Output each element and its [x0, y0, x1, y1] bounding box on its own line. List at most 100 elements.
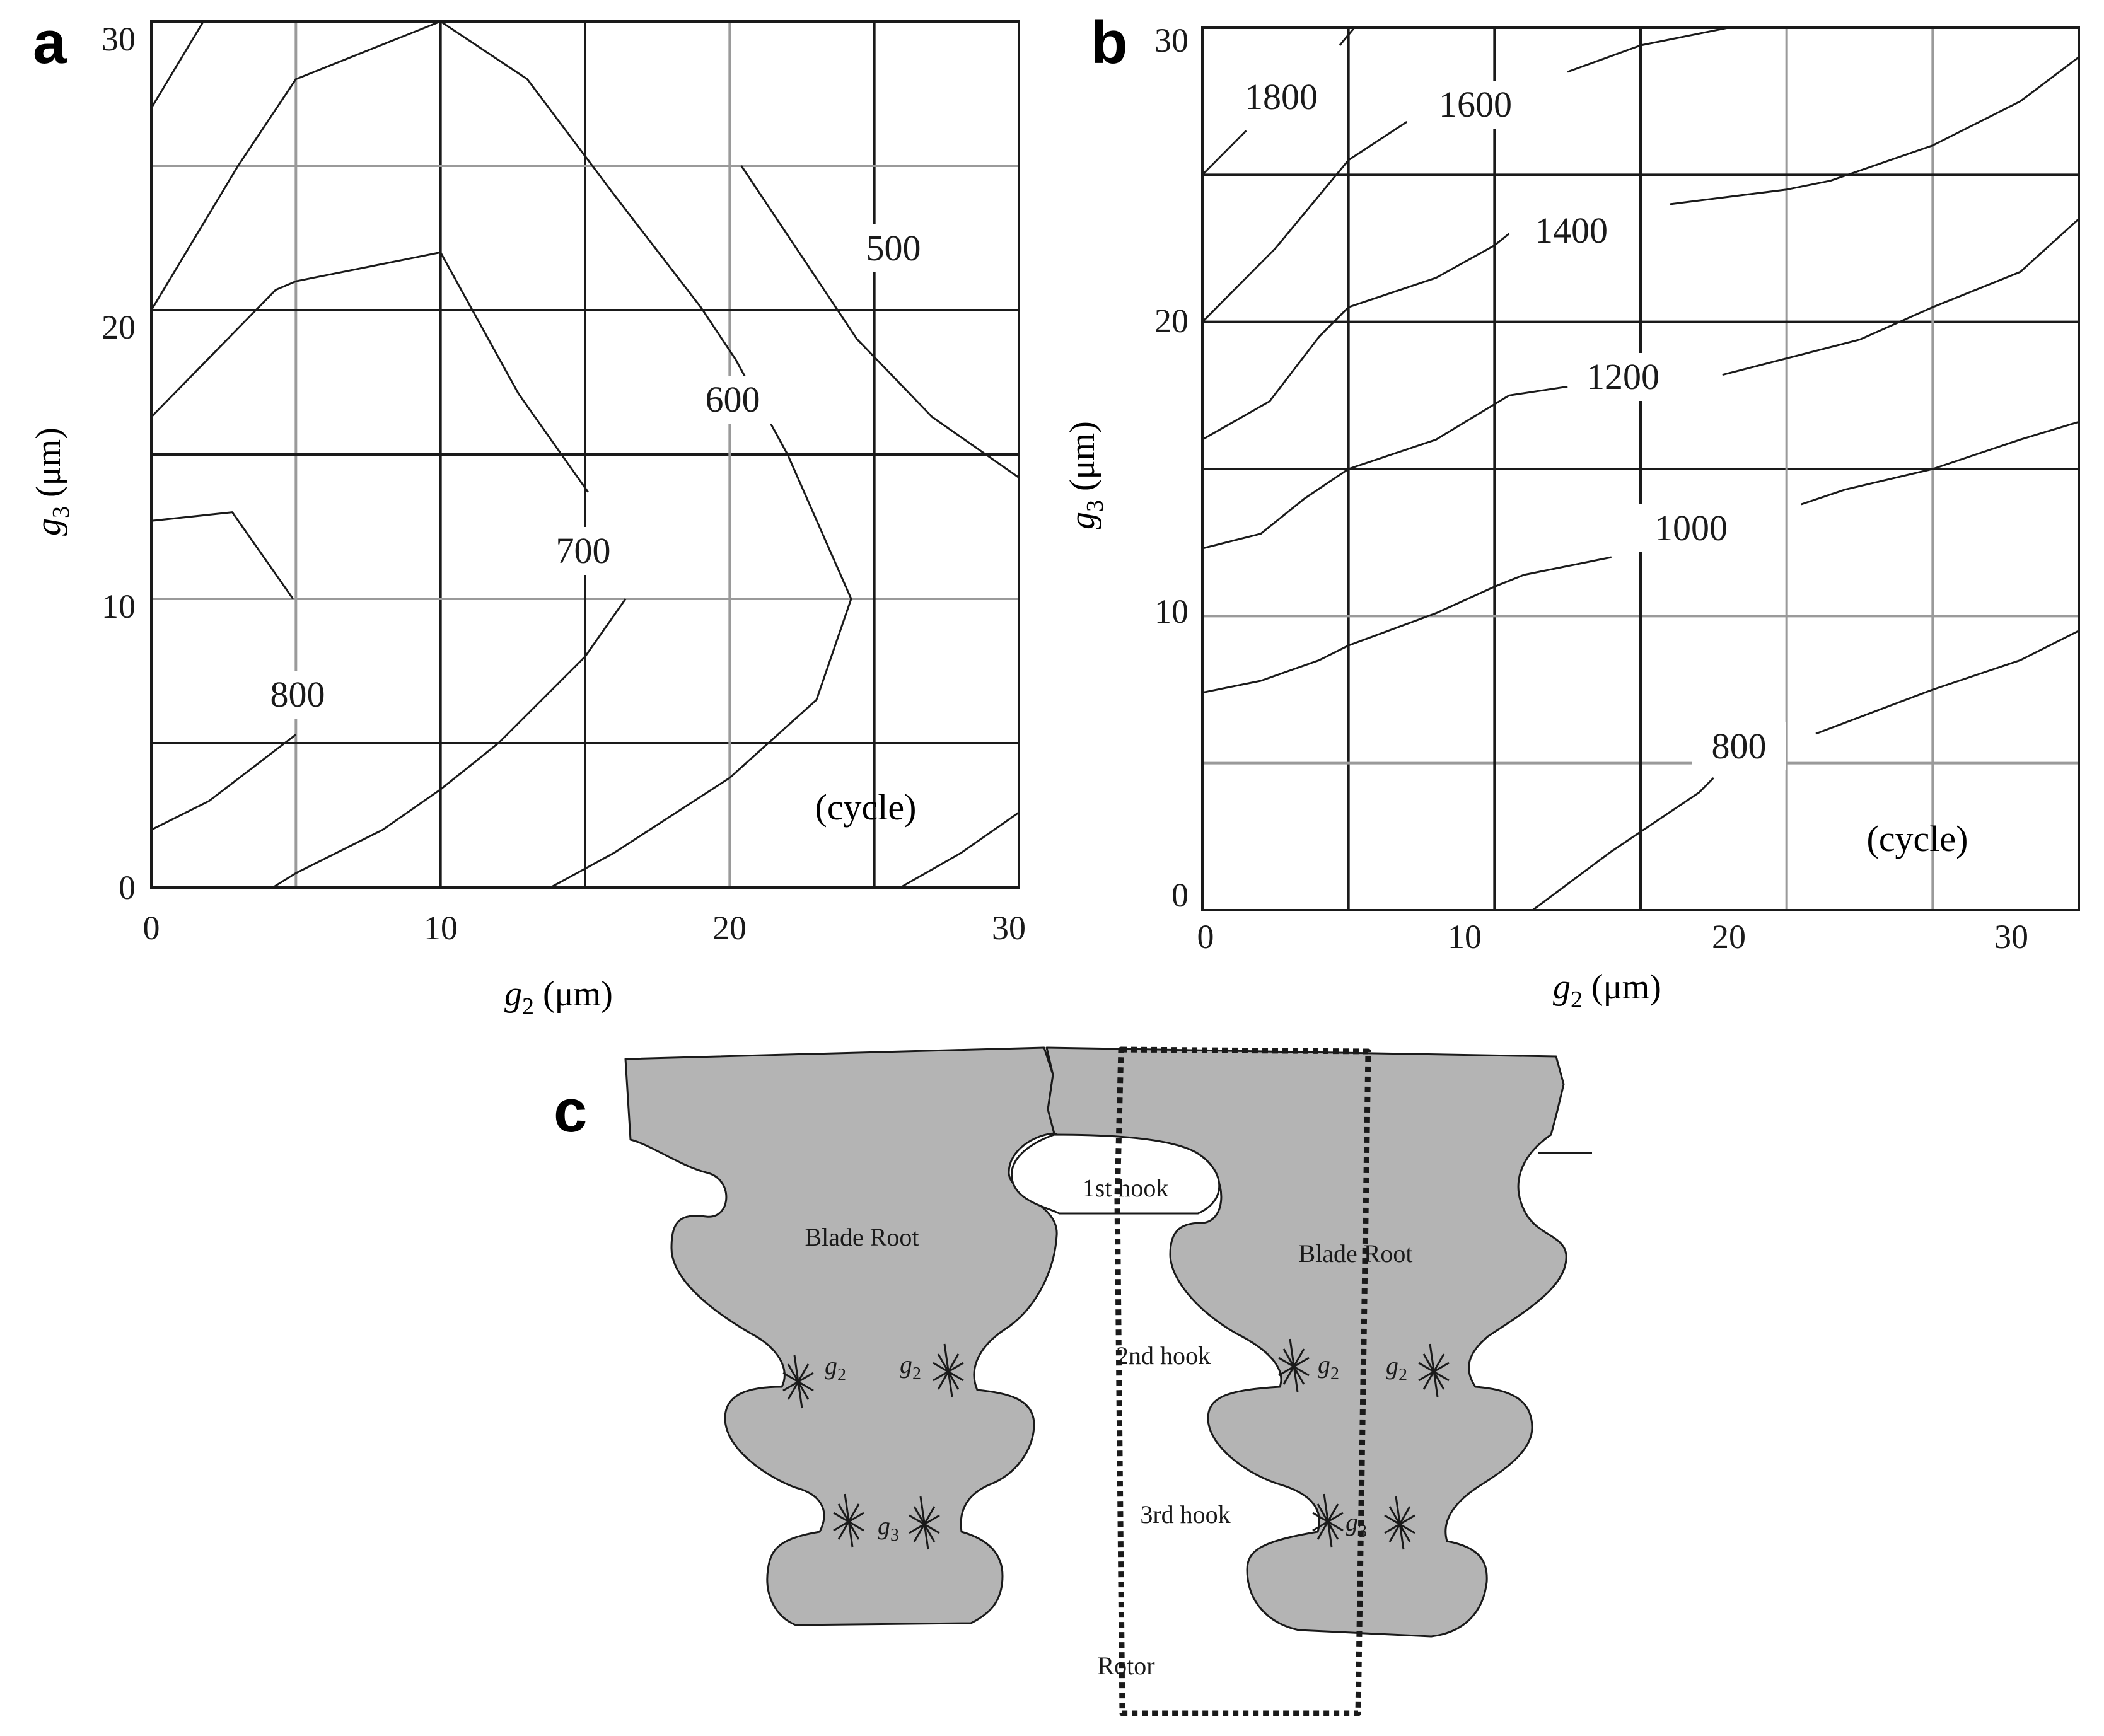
- contour-line-600-1: [150, 21, 204, 109]
- panel-b-unit-note: (cycle): [1867, 818, 1968, 859]
- contact-star-g3-right-b: [1384, 1496, 1415, 1550]
- panel-b-contour-label-1000: 1000: [1654, 507, 1728, 548]
- contact-star-g3-left-b: [909, 1496, 940, 1550]
- panel-c-fir-tree-diagram: c Blade Root Blade Root 1st hook 2nd hoo…: [554, 1046, 1592, 1716]
- rotor-dotted-outline: [1114, 1046, 1371, 1716]
- panel-b-label-bg-1600: [1422, 81, 1528, 129]
- right-blade-root-shape: [1045, 1046, 1567, 1638]
- contour-line-700-4: [272, 598, 627, 889]
- panel-a-y-tick-0: 0: [119, 869, 136, 906]
- panel-a-contour-label-700: 700: [556, 530, 611, 571]
- second-hook-label: 2nd hook: [1116, 1341, 1211, 1370]
- panel-b-label-bg-1800: [1228, 73, 1334, 121]
- panel-a-label-bg-500: [852, 224, 934, 272]
- contour-line-1400-5: [1670, 56, 2079, 205]
- panel-b-contours: [1201, 26, 2080, 911]
- panel-b-contour-label-1200: 1200: [1586, 356, 1659, 397]
- first-hook-label: 1st hook: [1083, 1174, 1169, 1202]
- contact-star-g2-left-b: [933, 1343, 964, 1397]
- contact-star-g2-right-a: [1278, 1338, 1310, 1392]
- contour-line-1200-7: [1722, 218, 2080, 376]
- contour-line-700-3: [150, 251, 589, 493]
- contact-star-g3-right-a: [1312, 1493, 1344, 1548]
- g2-label-right-a: g2: [1318, 1350, 1339, 1384]
- g2-label-right-b: g2: [1386, 1351, 1407, 1385]
- contour-line-500-0: [740, 165, 1020, 478]
- panel-b-contour-label-800: 800: [1712, 726, 1767, 767]
- panel-a-label-bg-600: [692, 376, 774, 424]
- contour-line-1000-8: [1202, 556, 1612, 694]
- panel-a-y-axis-label: g3 (μm): [29, 427, 74, 536]
- contact-marker-group: [782, 1338, 1450, 1550]
- panel-a-unit-note: (cycle): [815, 787, 917, 828]
- contour-line-1600-3: [1567, 26, 1729, 73]
- panel-b-y-tick-10: 10: [1154, 593, 1189, 630]
- panel-b-label-bg-800: [1692, 722, 1786, 770]
- panel-b-y-tick-0: 0: [1171, 876, 1189, 914]
- contour-line-800-6: [151, 734, 297, 831]
- panel-b-label-bg-1200: [1570, 353, 1676, 401]
- panel-a-x-axis-label: g2 (μm): [504, 975, 613, 1020]
- contact-star-g2-right-b: [1418, 1343, 1450, 1397]
- panel-a-x-tick-30: 30: [992, 909, 1026, 947]
- g2-label-left-a: g2: [825, 1351, 846, 1385]
- contour-line-500-7: [900, 811, 1020, 889]
- third-hook-label: 3rd hook: [1140, 1500, 1230, 1529]
- contour-line-1800-1: [1339, 27, 1356, 46]
- panel-a-x-tick-0: 0: [143, 909, 160, 947]
- panel-a-contour-label-500: 500: [866, 228, 921, 269]
- left-blade-root-label: Blade Root: [805, 1223, 919, 1251]
- panel-c-letter: c: [554, 1077, 587, 1145]
- panel-a-x-tick-10: 10: [424, 909, 458, 947]
- left-blade-root-shape: [624, 1046, 1058, 1626]
- panel-a-x-tick-20: 20: [712, 909, 747, 947]
- panel-b-contour-label-1400: 1400: [1535, 210, 1608, 251]
- contour-line-1000-9: [1801, 420, 2079, 506]
- contact-star-g2-left-a: [782, 1355, 814, 1409]
- panel-a-frame: [150, 20, 1020, 889]
- contact-star-g3-left-a: [833, 1493, 864, 1548]
- contour-line-1400-4: [1202, 233, 1510, 441]
- panel-b-contour-label-1600: 1600: [1439, 84, 1512, 125]
- panel-a-grid: [151, 21, 1019, 888]
- panel-b-frame: [1201, 26, 2080, 911]
- contour-line-800-10: [1532, 777, 1714, 911]
- panel-b-contour-plot: b 0 10 20 30 0 10 20 30 g2 (μm) g3 (μm) …: [1063, 9, 2080, 1013]
- panel-b-label-bg-1400: [1518, 207, 1624, 255]
- panel-a-y-tick-10: 10: [102, 587, 136, 625]
- panel-a-contours: [150, 20, 1020, 889]
- panel-a-letter: a: [33, 9, 67, 76]
- panel-a-label-bg-700: [542, 527, 624, 575]
- panel-b-y-tick-20: 20: [1154, 302, 1189, 340]
- g3-label-left: g3: [878, 1512, 899, 1545]
- right-blade-root-label: Blade Root: [1298, 1239, 1412, 1268]
- contour-line-800-5: [151, 511, 294, 599]
- panel-b-x-tick-30: 30: [1994, 918, 2028, 956]
- panel-b-x-tick-0: 0: [1197, 918, 1214, 956]
- rotor-slot-upper: [1010, 1133, 1221, 1215]
- contour-line-1200-6: [1202, 385, 1568, 550]
- panel-a-y-tick-30: 30: [102, 20, 136, 58]
- contour-line-800-11: [1815, 630, 2079, 735]
- g2-label-left-b: g2: [900, 1350, 921, 1384]
- panel-b-grid: [1202, 28, 2079, 910]
- panel-b-y-axis-label: g3 (μm): [1063, 421, 1108, 529]
- panel-b-label-bg-1000: [1638, 504, 1744, 552]
- contour-line-600-2: [150, 20, 852, 889]
- g3-label-right: g3: [1346, 1508, 1367, 1541]
- panel-a-contour-label-800: 800: [270, 674, 325, 715]
- panel-b-letter: b: [1091, 9, 1128, 76]
- panel-b-x-tick-20: 20: [1712, 918, 1746, 956]
- panel-a-contour-label-600: 600: [706, 379, 760, 420]
- panel-b-y-tick-30: 30: [1154, 21, 1189, 59]
- contour-line-1800-0: [1201, 130, 1247, 176]
- panel-a-label-bg-800: [257, 671, 339, 719]
- panel-a-contour-plot: a 0 10 20 30 0 10 20 30 g2 (μm) g3 (μm) …: [29, 9, 1026, 1020]
- panel-b-x-axis-label: g2 (μm): [1553, 968, 1661, 1013]
- rotor-label: Rotor: [1097, 1652, 1154, 1680]
- panel-b-x-tick-10: 10: [1448, 918, 1482, 956]
- panel-b-contour-label-1800: 1800: [1245, 76, 1318, 117]
- panel-a-y-tick-20: 20: [102, 308, 136, 346]
